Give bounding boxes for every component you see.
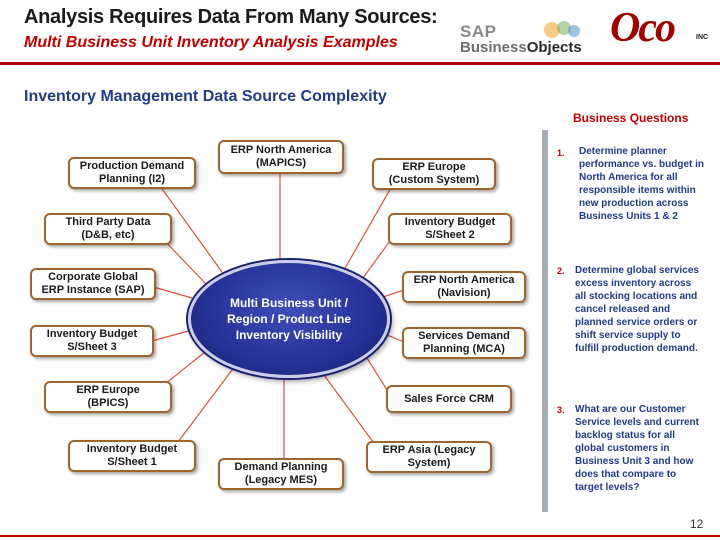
oco-logo-inc: INC: [696, 34, 709, 41]
connector-erp-asia: [315, 363, 377, 447]
source-erp-north-america-mapics: ERP North America (MAPICS): [218, 140, 344, 174]
connector-erp-na-navision: [379, 289, 405, 299]
source-inventory-budget-sheet-2: Inventory Budget S/Sheet 2: [388, 213, 512, 245]
sap-businessobjects-logo: SAP BusinessObjects: [458, 20, 588, 60]
businessobjects-logo-text: BusinessObjects: [460, 39, 582, 56]
sap-swirl-icon: [544, 21, 580, 38]
source-erp-europe-custom: ERP Europe (Custom System): [372, 158, 496, 190]
connector-inv-budget-1: [177, 361, 239, 443]
question-1-text: Determine planner performance vs. budget…: [579, 146, 705, 222]
slide-title: Analysis Requires Data From Many Sources…: [24, 6, 438, 28]
business-questions-heading: Business Questions: [573, 111, 689, 125]
source-erp-asia-legacy: ERP Asia (Legacy System): [366, 441, 492, 473]
source-third-party-data: Third Party Data (D&B, etc): [44, 213, 172, 245]
oco-logo-text: Oco: [610, 5, 676, 51]
source-demand-planning-legacy-mes: Demand Planning (Legacy MES): [218, 458, 344, 490]
source-inventory-budget-sheet-3: Inventory Budget S/Sheet 3: [30, 325, 154, 357]
central-hub-inventory-visibility: Multi Business Unit / Region / Product L…: [188, 260, 390, 378]
section-heading: Inventory Management Data Source Complex…: [24, 88, 387, 105]
question-3-number: 3.: [557, 405, 565, 415]
slide-subtitle: Multi Business Unit Inventory Analysis E…: [24, 34, 398, 51]
source-inventory-budget-sheet-1: Inventory Budget S/Sheet 1: [68, 440, 196, 472]
footer-divider: [0, 535, 720, 537]
question-2-number: 2.: [557, 266, 565, 276]
source-production-demand-planning: Production Demand Planning (I2): [68, 157, 196, 189]
oco-logo: Oco INC: [610, 4, 720, 62]
connector-inv-budget-3: [147, 329, 193, 343]
page-number: 12: [690, 517, 704, 531]
header-divider: [0, 62, 720, 65]
question-1-number: 1.: [557, 148, 565, 158]
source-services-demand-planning: Services Demand Planning (MCA): [402, 327, 526, 359]
source-erp-north-america-navision: ERP North America (Navision): [402, 271, 526, 303]
connector-production-demand: [159, 185, 223, 273]
connector-corporate-global: [149, 285, 193, 299]
vertical-divider: [542, 130, 548, 512]
source-corporate-global-erp: Corporate Global ERP Instance (SAP): [30, 268, 156, 300]
source-sales-force-crm: Sales Force CRM: [386, 385, 512, 413]
question-3-text: What are our Customer Service levels and…: [575, 404, 699, 493]
connector-erp-europe-custom: [343, 185, 393, 271]
source-erp-europe-bpics: ERP Europe (BPICS): [44, 381, 172, 413]
sap-logo-text: SAP: [460, 22, 497, 41]
question-2-text: Determine global services excess invento…: [575, 265, 699, 354]
